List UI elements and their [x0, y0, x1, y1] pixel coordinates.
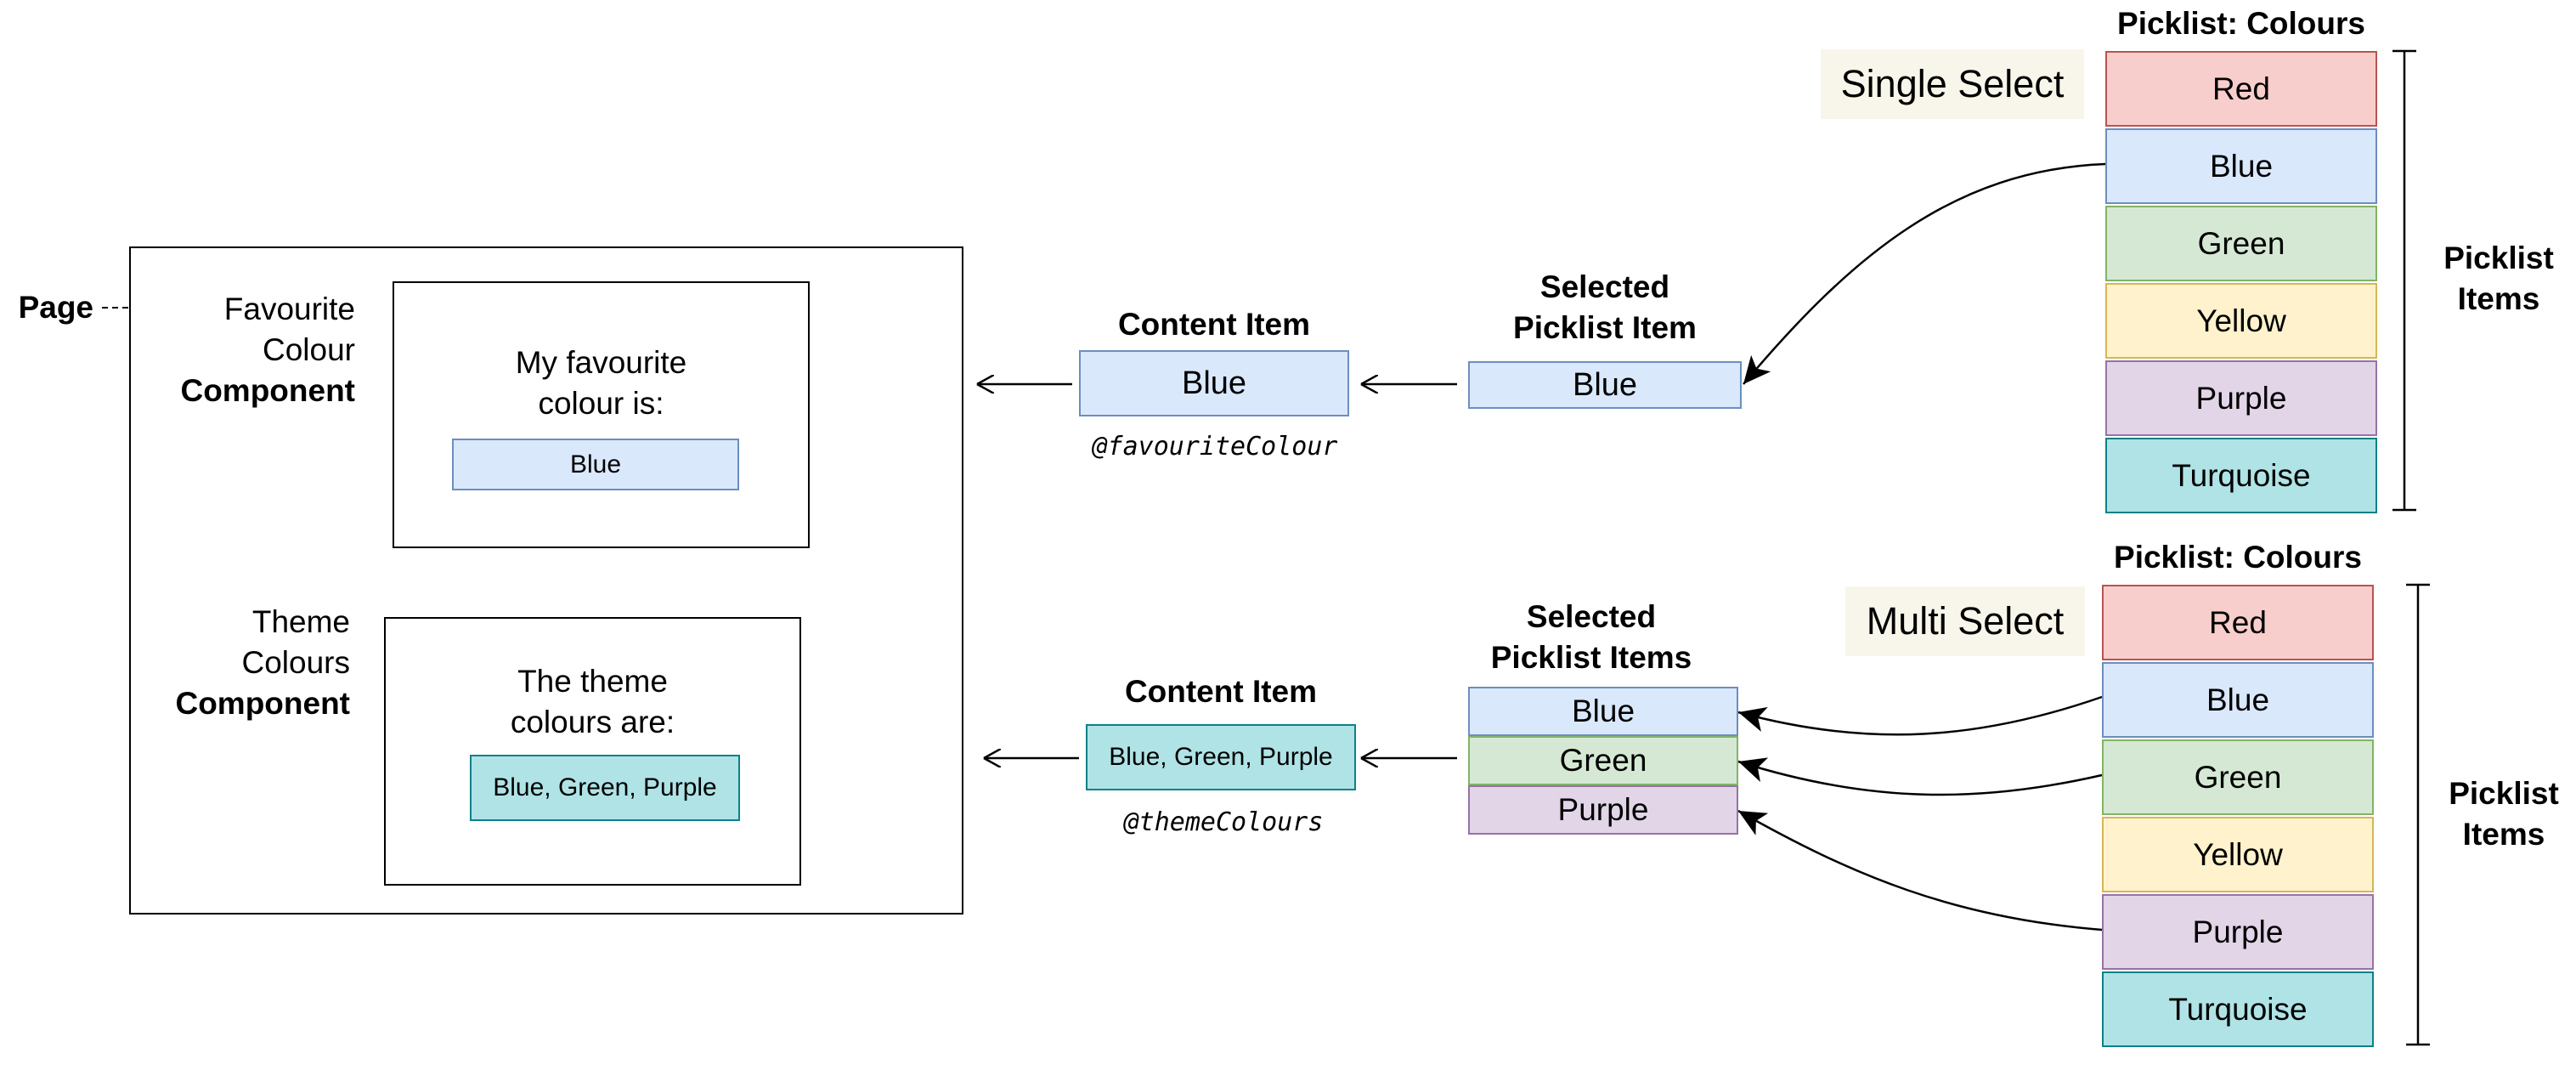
single-content-item-value: Blue — [1079, 350, 1349, 416]
single-picklist-item-purple: Purple — [2105, 360, 2377, 436]
single-selected-title: Selected Picklist Item — [1468, 267, 1742, 348]
multi-picklist-item-green: Green — [2102, 739, 2374, 815]
multi-items-bracket — [2406, 583, 2430, 1046]
multi-selected-item-green: Green — [1468, 736, 1738, 785]
single-picklist-item-red: Red — [2105, 51, 2377, 127]
multi-picklist-item-turquoise: Turquoise — [2102, 971, 2374, 1047]
multi-content-item-value: Blue, Green, Purple — [1086, 724, 1356, 790]
multi-selected-item-blue: Blue — [1468, 687, 1738, 736]
theme-colours-component: The theme colours are: — [384, 617, 801, 886]
single-picklist-title: Picklist: Colours — [2117, 6, 2365, 41]
favourite-component-label: Favourite Colour Component — [153, 289, 355, 411]
single-select-tag: Single Select — [1821, 49, 2084, 119]
favourite-label-line2: Colour — [263, 332, 355, 367]
multi-picklist-title: Picklist: Colours — [2114, 540, 2362, 575]
multi-items-label-line2: Items — [2462, 817, 2545, 852]
multi-picklist-item-yellow: Yellow — [2102, 817, 2374, 892]
multi-green-arrow — [1737, 757, 2103, 796]
theme-label-line2: Colours — [241, 645, 351, 680]
single-selected-title-line2: Picklist Item — [1513, 310, 1697, 345]
single-picklist-item-blue: Blue — [2105, 128, 2377, 204]
favourite-colour-component: My favourite colour is: — [393, 281, 810, 548]
single-picklist-item-turquoise: Turquoise — [2105, 438, 2377, 513]
multi-purple-arrow — [1737, 809, 2103, 932]
theme-label-line1: Theme — [251, 604, 350, 639]
single-items-bracket — [2392, 49, 2416, 512]
single-content-item-title: Content Item — [1117, 307, 1311, 342]
multi-selected-title-line2: Picklist Items — [1490, 640, 1692, 675]
single-picklist-item-green: Green — [2105, 206, 2377, 281]
theme-colours-value: Blue, Green, Purple — [470, 755, 740, 821]
single-selected-title-line1: Selected — [1539, 269, 1670, 304]
multi-selected-item-purple: Purple — [1468, 785, 1738, 835]
theme-text-line2: colours are: — [510, 705, 675, 739]
theme-text-line1: The theme — [517, 664, 668, 699]
multi-picklist-item-blue: Blue — [2102, 662, 2374, 738]
multi-selected-title: Selected Picklist Items — [1455, 597, 1728, 678]
theme-label-line3: Component — [175, 686, 350, 721]
favourite-colour-value: Blue — [452, 439, 739, 490]
favourite-label-line3: Component — [180, 373, 355, 408]
multi-items-label: Picklist Items — [2432, 773, 2576, 855]
single-selected-item: Blue — [1468, 361, 1742, 409]
single-items-label: Picklist Items — [2421, 238, 2576, 320]
single-content-item-variable: @favouriteColour — [1092, 432, 1338, 462]
favourite-component-text: My favourite colour is: — [394, 343, 808, 424]
single-items-label-line1: Picklist — [2443, 241, 2554, 275]
multi-select-tag: Multi Select — [1845, 586, 2085, 656]
multi-selected-items: Blue Green Purple — [1468, 687, 1738, 835]
single-picklist-to-selected-arrow — [1743, 162, 2106, 385]
multi-picklist: Red Blue Green Yellow Purple Turquoise — [2102, 585, 2374, 1047]
favourite-text-line1: My favourite — [515, 345, 687, 380]
theme-component-label: Theme Colours Component — [153, 602, 350, 724]
multi-picklist-item-purple: Purple — [2102, 894, 2374, 970]
favourite-text-line2: colour is: — [538, 386, 664, 421]
single-items-label-line2: Items — [2457, 281, 2540, 316]
single-picklist-item-yellow: Yellow — [2105, 283, 2377, 359]
multi-content-item-title: Content Item — [1124, 674, 1318, 709]
multi-content-item-variable: @themeColours — [1123, 807, 1324, 837]
multi-picklist-item-red: Red — [2102, 585, 2374, 660]
theme-component-text: The theme colours are: — [386, 661, 799, 743]
favourite-label-line1: Favourite — [223, 292, 355, 326]
multi-blue-arrow — [1737, 695, 2103, 736]
page-label: Page — [18, 290, 93, 325]
multi-selected-title-line1: Selected — [1526, 599, 1657, 634]
single-picklist: Red Blue Green Yellow Purple Turquoise — [2105, 51, 2377, 513]
multi-items-label-line1: Picklist — [2449, 776, 2559, 811]
